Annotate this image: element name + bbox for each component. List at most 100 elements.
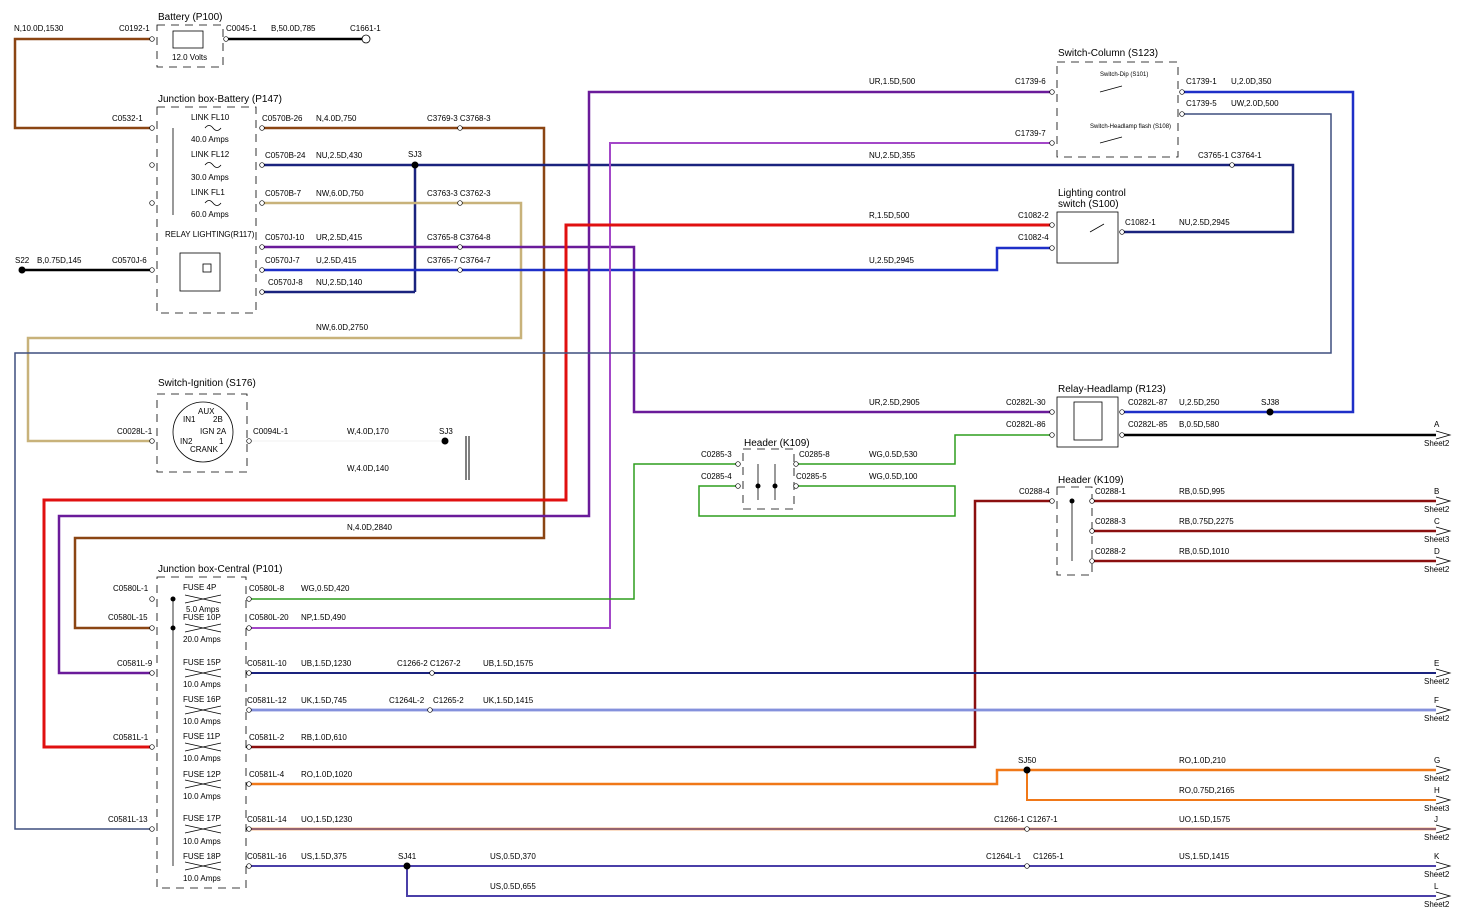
wlabel-uk-745: UK,1.5D,745 <box>301 696 347 705</box>
lighting-switch-box <box>1056 211 1119 264</box>
conn-c0570j-7: C0570J-7 <box>265 256 300 265</box>
connector-pin <box>246 744 252 750</box>
out-a-sheet: Sheet2 <box>1424 439 1450 448</box>
connector-pin <box>1179 89 1185 95</box>
splice-label-sj38: SJ38 <box>1261 398 1280 407</box>
conn-c1739-1: C1739-1 <box>1186 77 1217 86</box>
connector-pin <box>259 200 265 206</box>
connector-pin <box>793 461 799 467</box>
wire-wg-420 <box>249 463 738 600</box>
wire-uw-500 <box>14 113 1332 830</box>
wlabel-wg-420: WG,0.5D,420 <box>301 584 350 593</box>
conn-c0570b-24: C0570B-24 <box>265 151 306 160</box>
wlabel-us-370: US,0.5D,370 <box>490 852 536 861</box>
conn-c0570j-10: C0570J-10 <box>265 233 305 242</box>
fuse-12p-label: FUSE 12P <box>183 770 221 779</box>
connector-pin <box>1089 528 1095 534</box>
wire-ro-2165 <box>1026 770 1436 801</box>
connector-pin <box>223 36 229 42</box>
link-fl1-amps: 60.0 Amps <box>191 210 229 219</box>
conn-c0532-1: C0532-1 <box>112 114 143 123</box>
wlabel-uo-1230: UO,1.5D,1230 <box>301 815 353 824</box>
connector-pin <box>246 596 252 602</box>
wire-n-10-1530 <box>13 37 152 130</box>
ignition-circle <box>172 401 234 463</box>
connector-pin <box>246 826 252 832</box>
wlabel-ro-210: RO,1.0D,210 <box>1179 756 1226 765</box>
conn-c0028l-1: C0028L-1 <box>117 427 153 436</box>
fuse-17p-label: FUSE 17P <box>183 814 221 823</box>
wlabel-ub-1575: UB,1.5D,1575 <box>483 659 534 668</box>
connector-pin <box>246 863 252 869</box>
connector-pin <box>1049 245 1055 251</box>
conn-c0570b-7: C0570B-7 <box>265 189 302 198</box>
battery-volts: 12.0 Volts <box>172 53 207 62</box>
wire-wg-530 <box>796 434 1052 465</box>
ign-2b: 2B <box>213 415 223 424</box>
relay-headlamp-box <box>1056 396 1119 448</box>
wlabel-u-250: U,2.5D,250 <box>1179 398 1220 407</box>
connector-pin <box>1049 432 1055 438</box>
wlabel-b-580: B,0.5D,580 <box>1179 420 1220 429</box>
conn-c1739-7: C1739-7 <box>1015 129 1046 138</box>
conn-c1264l-2: C1264L-2 <box>389 696 425 705</box>
splice-jb-c1 <box>170 596 176 602</box>
wlabel-n-4-750: N,4.0D,750 <box>316 114 357 123</box>
wlabel-nu-355: NU,2.5D,355 <box>869 151 916 160</box>
out-j-letter: J <box>1434 815 1438 824</box>
link-fl1-label: LINK FL1 <box>191 188 225 197</box>
conn-c3763-3: C3763-3 C3762-3 <box>427 189 491 198</box>
conn-c1266-1: C1266-1 C1267-1 <box>994 815 1058 824</box>
battery-cell <box>172 30 204 49</box>
wire-ro-1020 <box>249 768 1436 786</box>
jb-central-title: Junction box-Central (P101) <box>158 564 283 575</box>
connector-pin <box>1229 162 1235 168</box>
conn-c0094l-1: C0094L-1 <box>253 427 289 436</box>
connector-pin <box>1089 498 1095 504</box>
splice-s22 <box>18 266 26 274</box>
ign-in2: IN2 <box>180 437 193 446</box>
connector-pin <box>1119 409 1125 415</box>
wire-ur-500 <box>57 90 1052 675</box>
conn-c3765-7: C3765-7 C3764-7 <box>427 256 491 265</box>
wlabel-ub-1230: UB,1.5D,1230 <box>301 659 352 668</box>
connector-pin <box>427 707 433 713</box>
conn-c0581l-10: C0581L-10 <box>247 659 287 668</box>
connector-pin <box>1049 222 1055 228</box>
connector-pin <box>149 36 155 42</box>
conn-c0581l-14: C0581L-14 <box>247 815 287 824</box>
conn-c0570j-8: C0570J-8 <box>268 278 303 287</box>
conn-c0282l-86: C0282L-86 <box>1006 420 1046 429</box>
connector-pin <box>1024 863 1030 869</box>
flash-switch-contact <box>1099 136 1123 144</box>
splice-k109b <box>1069 498 1075 504</box>
wlabel-u-2945: U,2.5D,2945 <box>869 256 914 265</box>
out-c-letter: C <box>1434 517 1440 526</box>
out-g-letter: G <box>1434 756 1440 765</box>
conn-c1264l-1: C1264L-1 <box>986 852 1022 861</box>
conn-c3765-1: C3765-1 C3764-1 <box>1198 151 1262 160</box>
wlabel-ur-2905: UR,2.5D,2905 <box>869 398 920 407</box>
conn-c0288-4: C0288-4 <box>1019 487 1050 496</box>
battery-title: Battery (P100) <box>158 12 222 23</box>
wlabel-r-500: R,1.5D,500 <box>869 211 910 220</box>
wlabel-u-415: U,2.5D,415 <box>316 256 357 265</box>
lighting-switch-title-2: switch (S100) <box>1058 199 1119 210</box>
conn-c0288-3: C0288-3 <box>1095 517 1126 526</box>
splice-sj3-ign <box>441 437 449 445</box>
fuse-11p-label: FUSE 11P <box>183 732 220 741</box>
connector-pins <box>149 36 1235 869</box>
connector-pin <box>429 670 435 676</box>
conn-c0282l-85: C0282L-85 <box>1128 420 1168 429</box>
connector-pin <box>149 125 155 131</box>
wire-ur-415 <box>262 245 1052 414</box>
relay-headlamp-inner <box>1073 401 1103 441</box>
connector-pin <box>457 267 463 273</box>
conn-c0288-1: C0288-1 <box>1095 487 1126 496</box>
conn-c0581l-4: C0581L-4 <box>249 770 285 779</box>
conn-c0045-1: C0045-1 <box>226 24 257 33</box>
battery-box <box>156 24 224 68</box>
wlabel-w-170: W,4.0D,170 <box>347 427 389 436</box>
wlabel-w-140: W,4.0D,140 <box>347 464 389 473</box>
switch-ignition-title: Switch-Ignition (S176) <box>158 378 256 389</box>
